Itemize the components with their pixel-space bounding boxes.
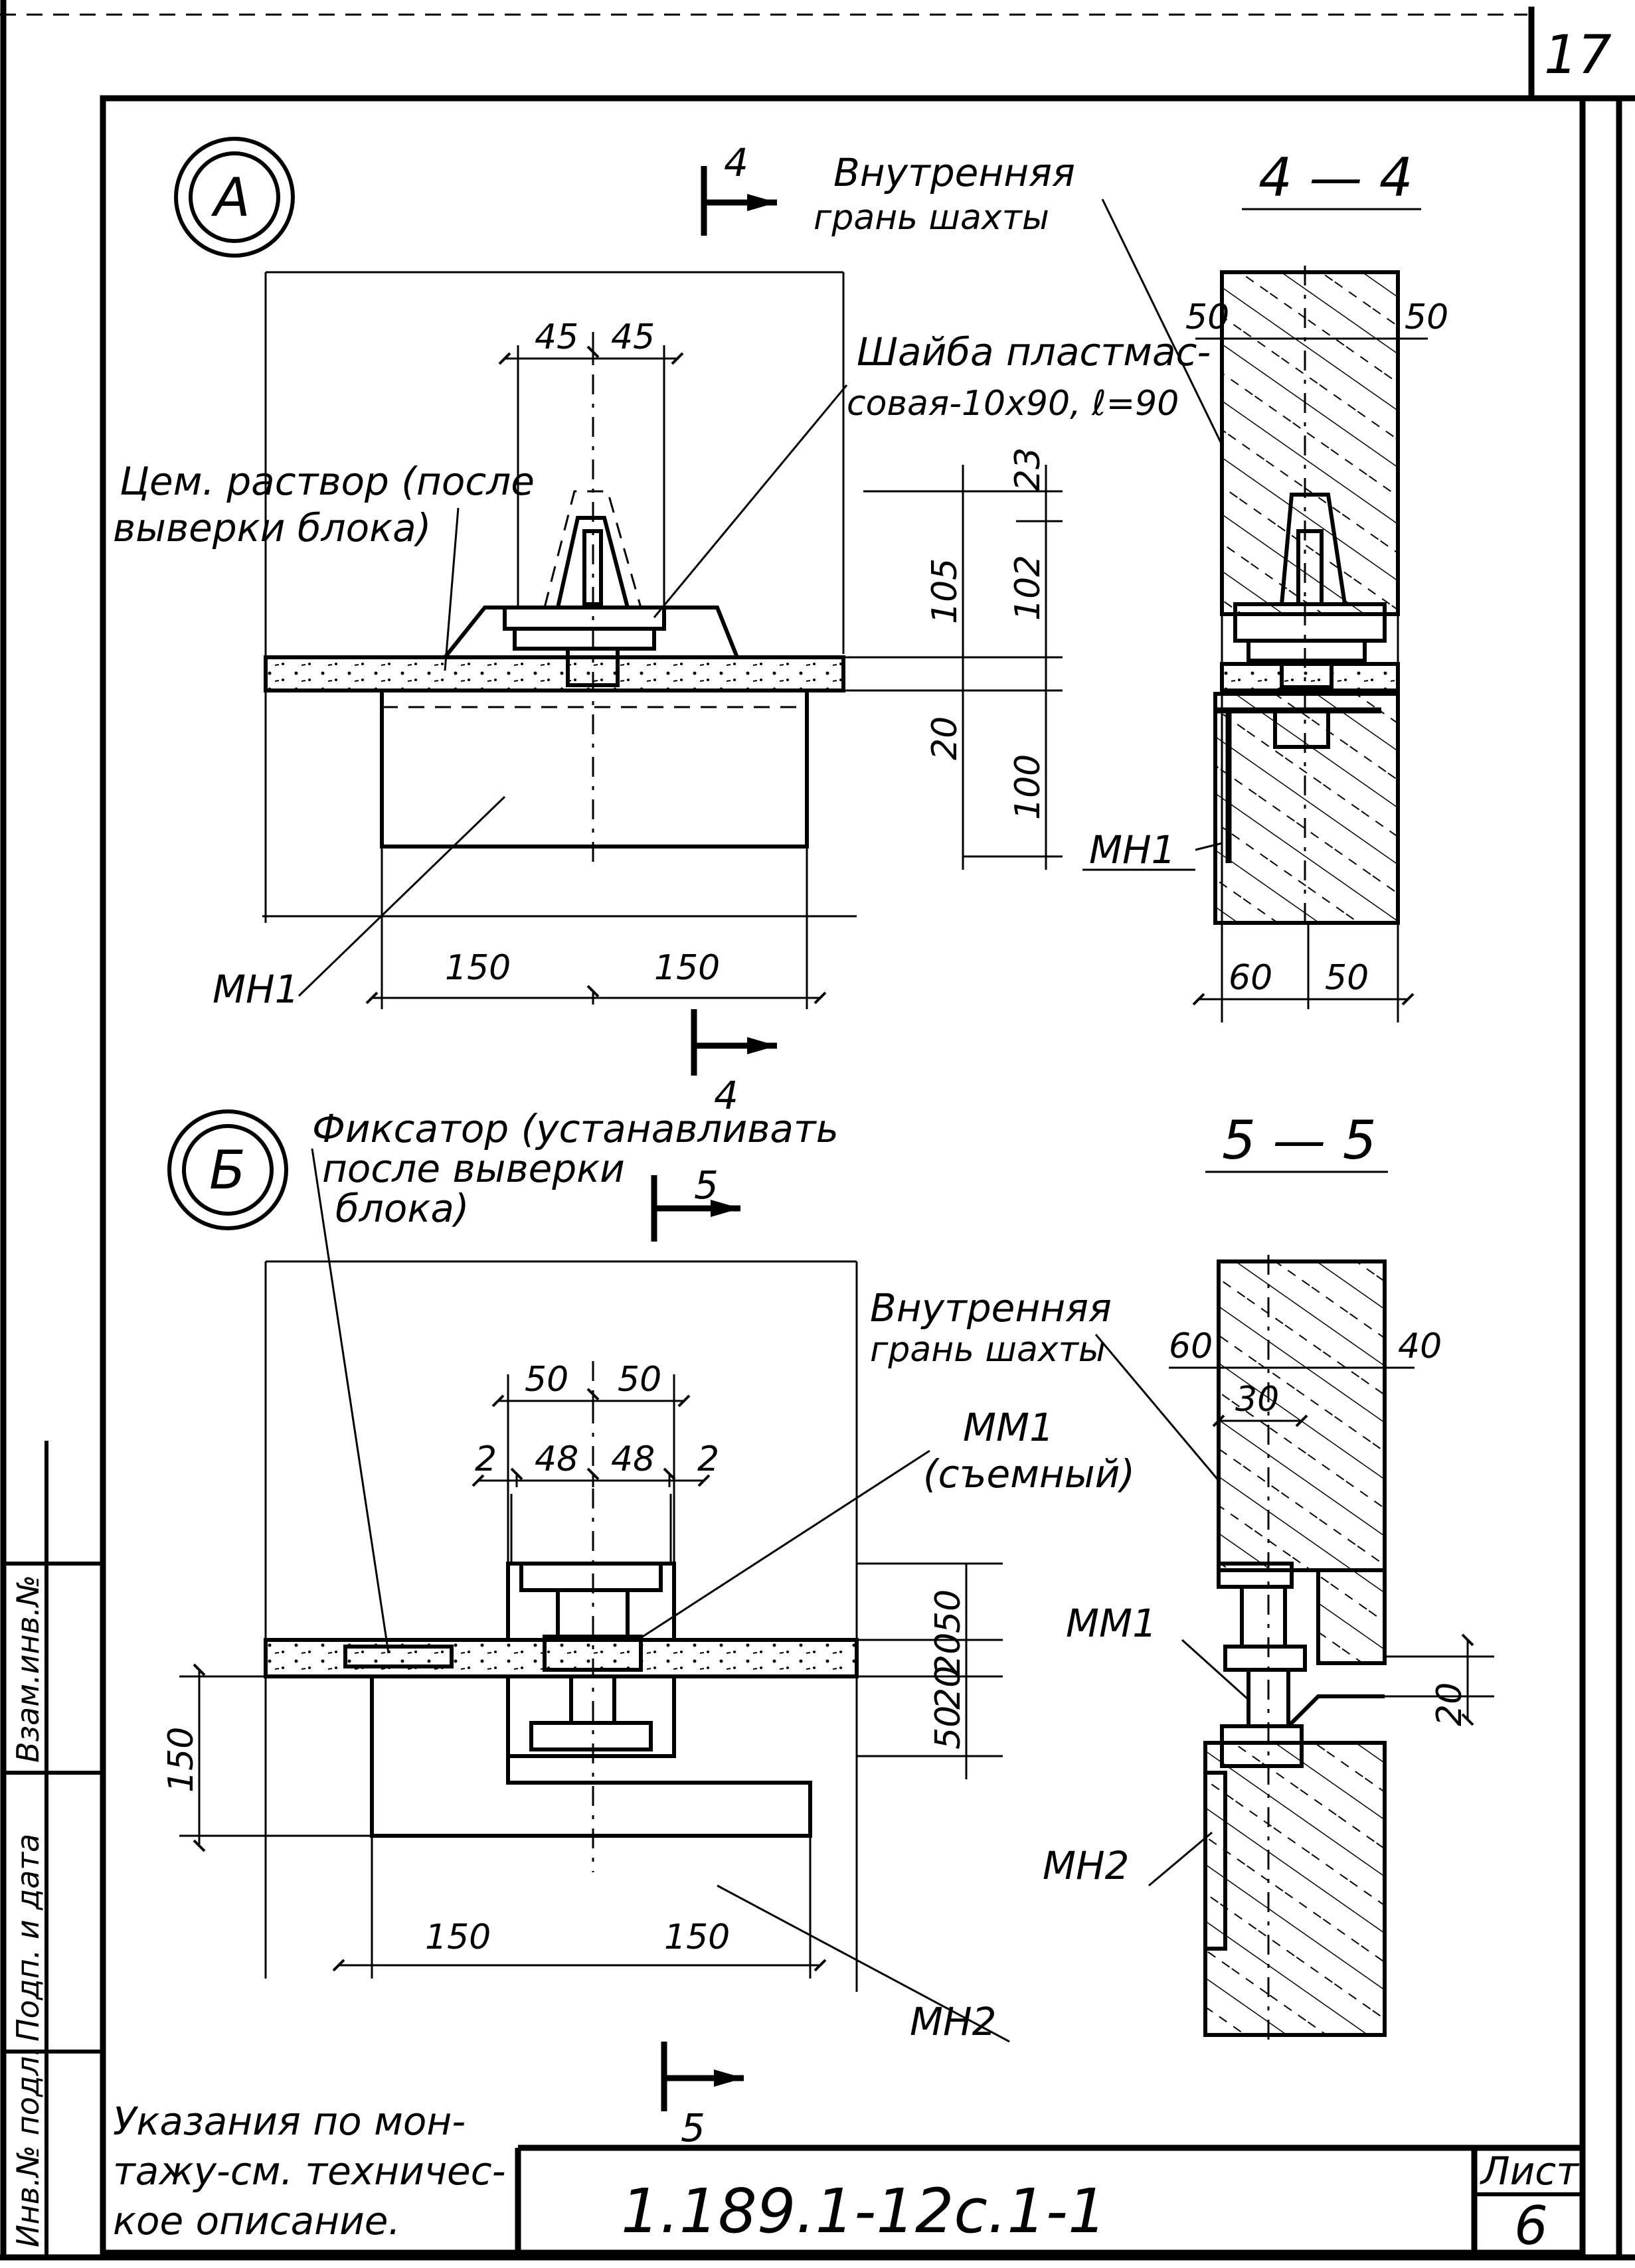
dim-b-50-bottom: 50 [928, 1706, 968, 1749]
label-a-mortar-2: выверки блока) [113, 505, 431, 550]
dim-4-bottom-left: 60 [1229, 958, 1272, 998]
dim-a-105: 105 [925, 558, 965, 624]
dim-b-20-top: 20 [928, 1633, 968, 1676]
leader-a-mortar [444, 507, 460, 671]
detail-a-marker [174, 137, 295, 258]
detail-a-letter: А [211, 167, 250, 228]
leader-a-part [298, 795, 506, 997]
label-b-part: МН2 [910, 1999, 997, 2044]
dim-a-bottom-left: 150 [445, 948, 511, 988]
dim-b-mid-right: 48 [611, 1439, 655, 1479]
leader-b-fixator [311, 1148, 390, 1654]
section-5-label-top: 5 [694, 1163, 719, 1208]
leader-5-mm [1181, 1639, 1250, 1701]
dim-4-top-left: 50 [1185, 297, 1229, 337]
section-5-label-bottom: 5 [681, 2105, 705, 2150]
leader-a-washer [653, 384, 848, 618]
section-4-title: 4 — 4 [1258, 147, 1413, 208]
leader-a-inner-face [1101, 199, 1223, 446]
dim-5-30: 30 [1235, 1380, 1279, 1419]
detail-b-plan [179, 1260, 859, 1992]
label-5-part: МН2 [1043, 1843, 1130, 1888]
label-b-fixator-1: Фиксатор (устанавливать [312, 1106, 839, 1151]
dim-b-small-right: 2 [697, 1439, 719, 1479]
dim-a-23: 23 [1008, 447, 1048, 491]
label-b-fixator-3: блока) [335, 1186, 470, 1231]
detail-b-top-dims [472, 1388, 711, 1487]
section-4-cut-marks [691, 166, 777, 1076]
detail-b-marker [167, 1109, 288, 1230]
label-5-mm: ММ1 [1066, 1601, 1157, 1646]
label-a-washer-2: совая-10х90, ℓ=90 [847, 384, 1179, 424]
leader-b-removable [637, 1449, 930, 1641]
label-a-inner-face-1: Внутренняя [833, 150, 1075, 195]
detail-a-bottom-dim-line [365, 847, 827, 1009]
stamp-original-inv: Инв.№ подл. [10, 2046, 46, 2247]
label-b-inner-face-1: Внутренняя [870, 1285, 1112, 1331]
dim-b-bottom-left: 150 [425, 1917, 491, 1957]
dim-b-150: 150 [161, 1727, 201, 1793]
dim-b-small-left: 2 [475, 1439, 497, 1479]
section-4-drawing [1192, 266, 1428, 1022]
dim-a-20: 20 [925, 716, 965, 760]
detail-a-plan [262, 271, 857, 923]
sheet-number: 6 [1514, 2195, 1548, 2257]
drawing-code: 1.189.1-12с.1-1 [621, 2176, 1107, 2247]
dim-4-top-right: 50 [1405, 297, 1448, 337]
corner-sheet-number: 17 [1544, 24, 1612, 86]
leader-5-part [1148, 1831, 1213, 1887]
dim-5-right: 40 [1398, 1327, 1442, 1366]
stamp-replaced-inv: Взам.инв.№ [10, 1575, 46, 1763]
dim-5-left: 60 [1169, 1327, 1213, 1366]
dim-b-top-left: 50 [525, 1360, 568, 1400]
dim-b-bottom-right: 150 [664, 1917, 730, 1957]
side-stamp [1, 1441, 105, 2259]
dim-a-bottom-right: 150 [654, 948, 720, 988]
dim-b-20-bottom: 20 [928, 1666, 968, 1710]
stamp-signature-date: Подп. и дата [10, 1834, 46, 2042]
dim-a-top-left: 45 [535, 317, 578, 357]
section-5-drawing [1169, 1255, 1494, 2045]
detail-b-letter: Б [209, 1139, 246, 1201]
leader-b-part [717, 1884, 1010, 2043]
leader-b-inner-face [1094, 1334, 1220, 1481]
dim-a-102: 102 [1008, 555, 1048, 621]
section-5-title: 5 — 5 [1222, 1109, 1377, 1171]
assembly-note-line-3: кое описание. [113, 2198, 400, 2243]
detail-b-vertical-dims [857, 1562, 1003, 1779]
detail-a-top-dim-line [498, 345, 684, 365]
dim-a-top-right: 45 [611, 317, 655, 357]
label-a-mortar-1: Цем. раствор (после [120, 459, 535, 504]
dim-5-20: 20 [1430, 1682, 1470, 1726]
section-5-cut-marks [651, 1175, 744, 2111]
label-a-part: МН1 [213, 967, 300, 1012]
section-4-label-top: 4 [724, 140, 748, 185]
label-b-removable-2: (съемный) [923, 1451, 1135, 1497]
assembly-note-line-1: Указания по мон- [113, 2099, 466, 2144]
dim-b-50-top: 50 [928, 1589, 968, 1633]
label-b-removable-1: ММ1 [963, 1405, 1054, 1450]
title-block [515, 2145, 1583, 2253]
label-b-inner-face-2: грань шахты [870, 1330, 1106, 1370]
assembly-note-line-2: тажу-см. техничес- [113, 2148, 506, 2194]
label-b-fixator-2: после выверки [322, 1146, 625, 1191]
section-4-label-bottom: 4 [714, 1073, 738, 1118]
label-a-inner-face-2: грань шахты [814, 198, 1049, 238]
dim-b-mid-left: 48 [535, 1439, 578, 1479]
detail-a-vertical-dims [843, 465, 1063, 870]
dim-4-bottom-right: 50 [1325, 958, 1369, 998]
dim-b-top-right: 50 [618, 1360, 661, 1400]
label-a-washer-1: Шайба пластмас- [857, 329, 1211, 374]
dim-a-100: 100 [1008, 754, 1048, 820]
label-4-part: МН1 [1089, 827, 1176, 872]
sheet-label: Лист [1480, 2148, 1580, 2194]
